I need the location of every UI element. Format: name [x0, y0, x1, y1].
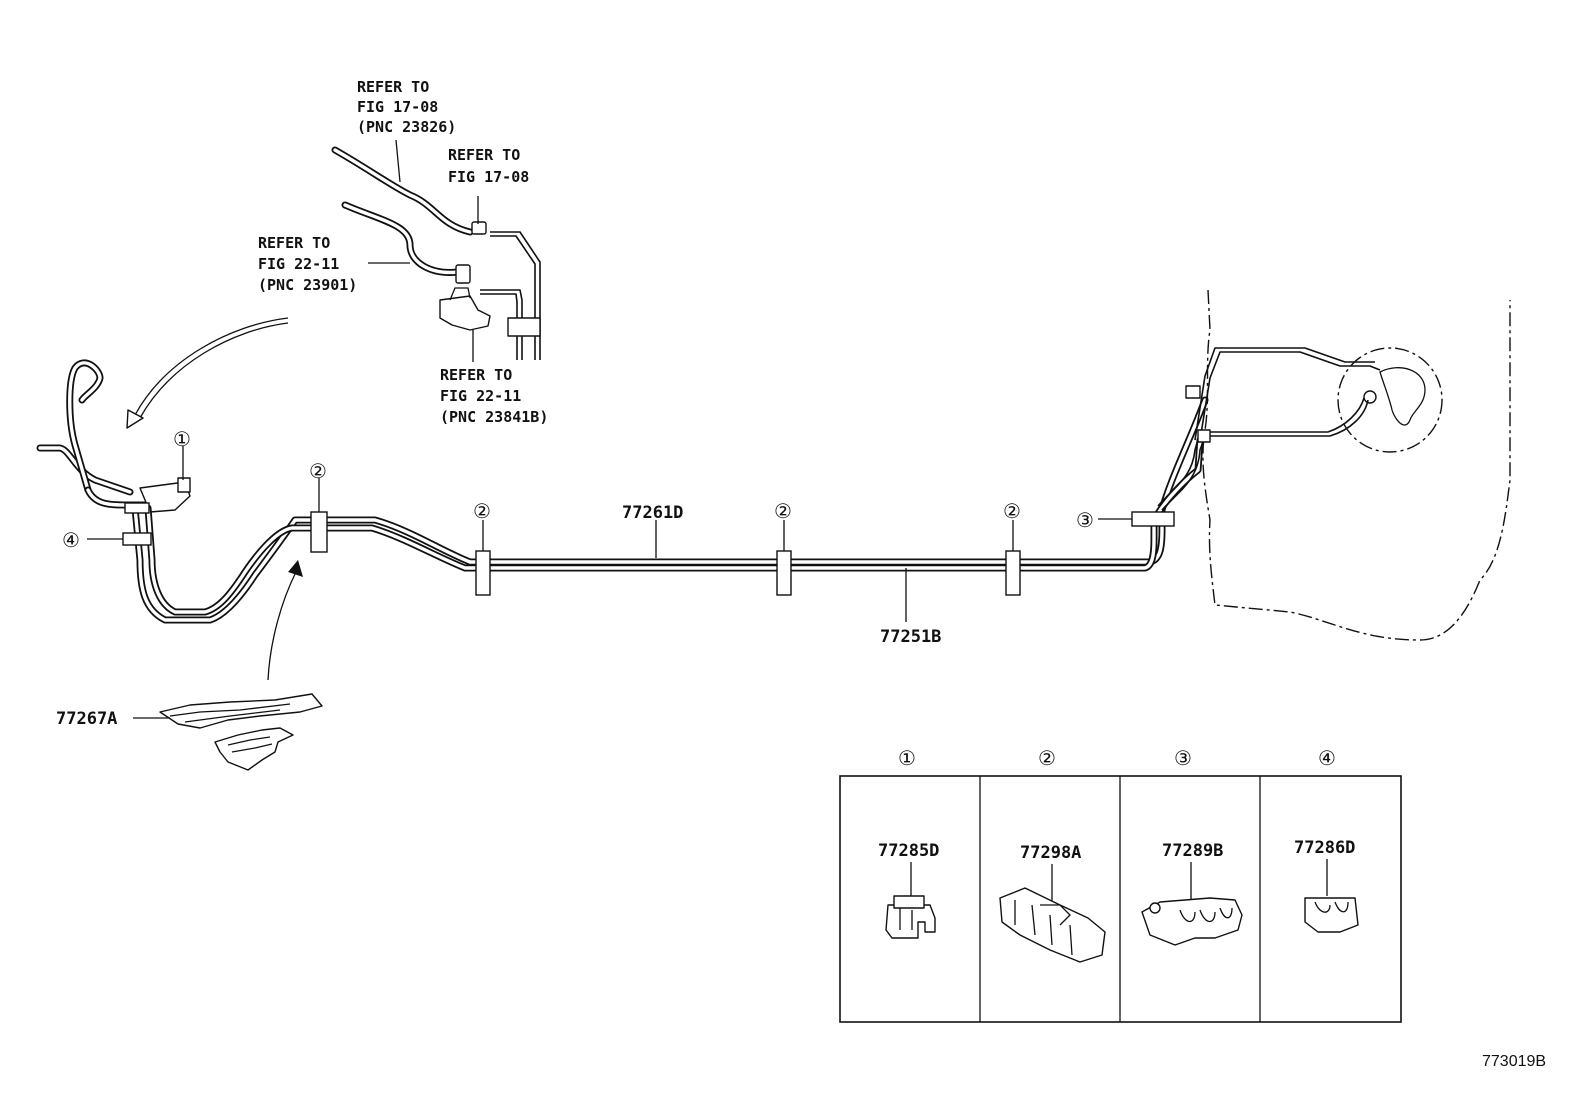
- part-77261d: 77261D: [622, 503, 683, 523]
- clip-77289b-icon: [1141, 897, 1243, 946]
- callout-2a: ②: [309, 461, 327, 483]
- callout-1: ①: [173, 429, 191, 451]
- clip-77285d-icon: [885, 895, 936, 939]
- clamp-2-c: [776, 550, 792, 596]
- clip-legend: ① ② ③ ④ 77285D 77298A 77289B 77286D: [839, 748, 1402, 1023]
- ref-a-line1: REFER TO: [357, 78, 429, 96]
- part-77251b: 77251B: [880, 627, 941, 647]
- clamp-3-position: [1131, 511, 1175, 527]
- legend-marker-2: ②: [1038, 748, 1056, 770]
- ref-a-line3: (PNC 23826): [357, 118, 456, 136]
- clamp-4-position: [122, 532, 152, 546]
- clip-77298a-icon: [999, 887, 1106, 963]
- leader-ref-a: [395, 139, 401, 183]
- ref-b-line1: REFER TO: [448, 146, 520, 164]
- callout-2b: ②: [473, 501, 491, 523]
- legend-part-1: 77285D: [878, 841, 939, 861]
- clamp-2-a: [310, 511, 328, 553]
- callout-2c: ②: [774, 501, 792, 523]
- clip-77286d-icon: [1304, 897, 1359, 933]
- ref-d-line1: REFER TO: [440, 366, 512, 384]
- left-end-piping: [36, 359, 191, 513]
- legend-marker-3: ③: [1174, 748, 1192, 770]
- clamp-2-d: [1005, 550, 1021, 596]
- ref-d-line3: (PNC 23841B): [440, 408, 548, 426]
- callout-2d: ②: [1003, 501, 1021, 523]
- bracket-77267a: [159, 693, 323, 771]
- legend-part-2: 77298A: [1020, 843, 1081, 863]
- legend-part-4: 77286D: [1294, 838, 1355, 858]
- arrow-upper-to-left: [126, 317, 289, 429]
- ref-c-line3: (PNC 23901): [258, 276, 357, 294]
- arrow-bracket-to-tube: [267, 560, 303, 681]
- clamp-1-base: [124, 502, 150, 514]
- ref-c-line2: FIG 22-11: [258, 255, 339, 273]
- callout-4: ④: [62, 530, 80, 552]
- ref-a-line2: FIG 17-08: [357, 98, 438, 116]
- figure-code: 773019B: [1482, 1053, 1546, 1070]
- right-wheel-area: [1157, 289, 1511, 641]
- clamp-2-b: [475, 550, 491, 596]
- ref-d-line2: FIG 22-11: [440, 387, 521, 405]
- upper-hose-assembly: [331, 146, 541, 360]
- part-77267a: 77267A: [56, 709, 117, 729]
- ref-b-line2: FIG 17-08: [448, 168, 529, 186]
- ref-c-line1: REFER TO: [258, 234, 330, 252]
- legend-part-3: 77289B: [1162, 841, 1223, 861]
- legend-marker-4: ④: [1318, 748, 1336, 770]
- callout-3: ③: [1076, 510, 1094, 532]
- legend-marker-1: ①: [898, 748, 916, 770]
